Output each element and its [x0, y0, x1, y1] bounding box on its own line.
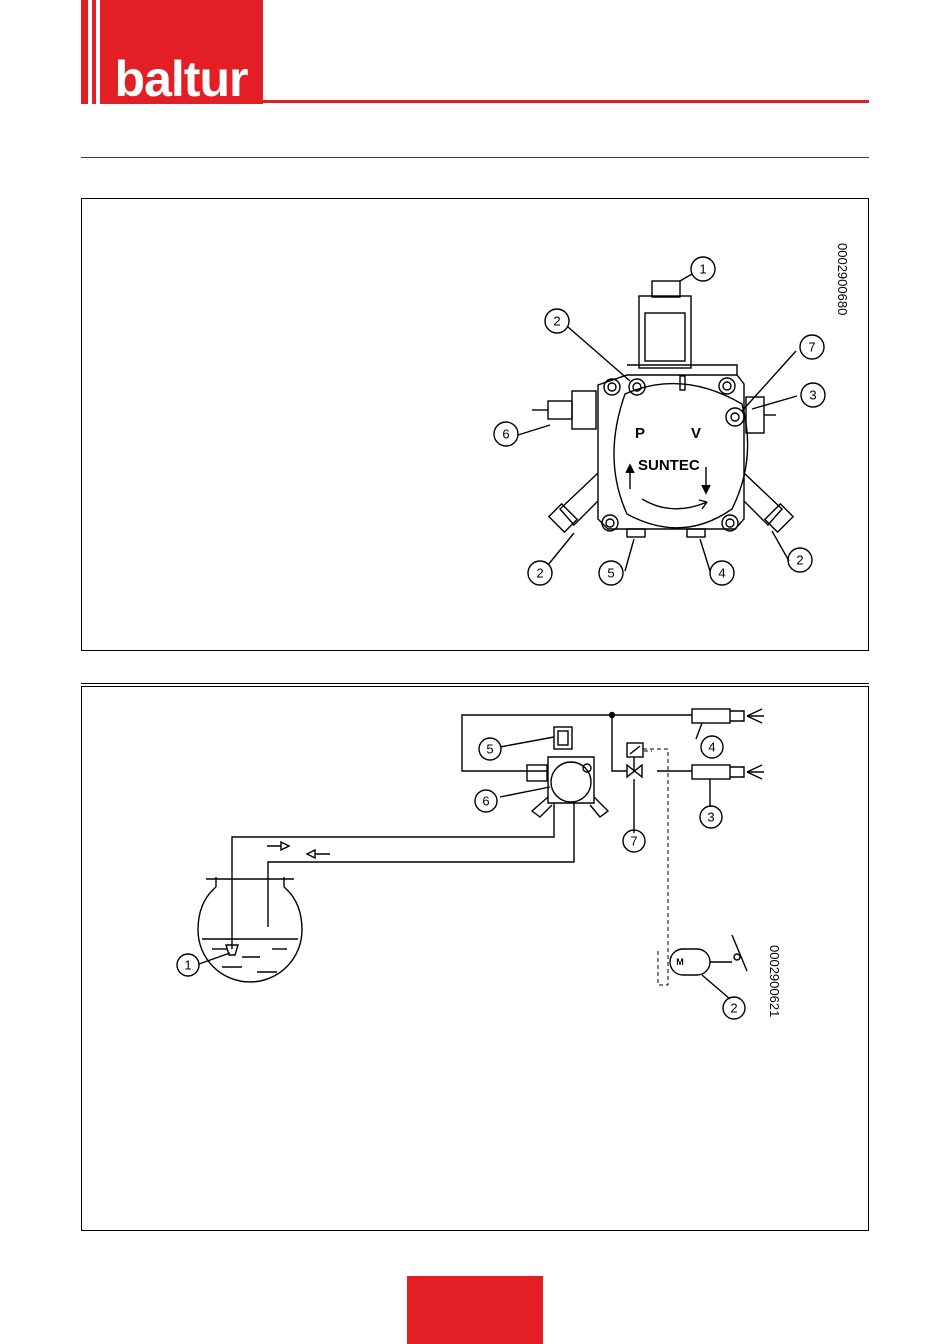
hydraulic-schematic: M 5 4 6 7 3 1 2 0002900621 — [82, 687, 868, 1230]
motor-letter: M — [676, 957, 684, 967]
panel-2-top-rule — [81, 683, 869, 684]
pump-figure-panel: SUNTEC P V 1 2 7 3 6 2 5 4 2 0002900680 — [81, 198, 869, 651]
header-blue-rule — [81, 157, 869, 158]
schematic-code: 0002900621 — [767, 945, 782, 1017]
schem-callout-3: 3 — [707, 810, 714, 825]
schem-callout-6: 6 — [482, 794, 489, 809]
baltur-logo: baltur — [81, 0, 263, 104]
callout-1: 1 — [699, 262, 706, 277]
pump-brand-label: SUNTEC — [638, 457, 700, 474]
schem-callout-2: 2 — [730, 1001, 737, 1016]
pump-diagram: SUNTEC P V 1 2 7 3 6 2 5 4 2 0002900680 — [82, 199, 868, 650]
callout-5: 5 — [607, 566, 614, 581]
brand-wordmark: baltur — [115, 51, 248, 104]
callout-6: 6 — [502, 427, 509, 442]
schem-callout-4: 4 — [708, 740, 715, 755]
callout-2-top: 2 — [553, 314, 560, 329]
port-v-label: V — [691, 425, 701, 442]
callout-7: 7 — [808, 340, 815, 355]
header-red-rule — [263, 100, 869, 103]
figure-code: 0002900680 — [835, 243, 850, 315]
callout-4: 4 — [718, 566, 725, 581]
port-p-label: P — [635, 425, 645, 442]
schem-callout-5: 5 — [486, 742, 493, 757]
schem-callout-7: 7 — [630, 834, 637, 849]
callout-3: 3 — [809, 388, 816, 403]
hydraulic-schematic-panel: M 5 4 6 7 3 1 2 0002900621 — [81, 686, 869, 1231]
page-number-tab — [407, 1276, 543, 1344]
schem-callout-1: 1 — [184, 958, 191, 973]
callout-2-right: 2 — [796, 553, 803, 568]
callout-2-left: 2 — [536, 566, 543, 581]
